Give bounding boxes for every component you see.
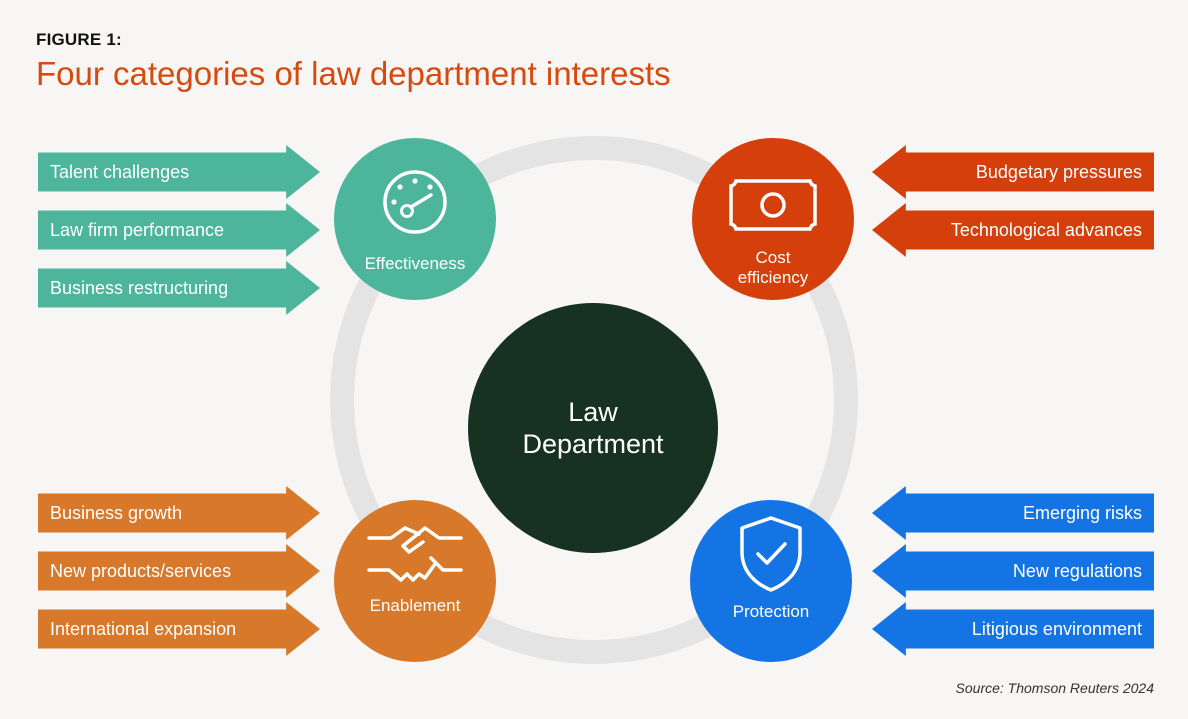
cost-efficiency-circle: Cost efficiency (692, 138, 854, 300)
enablement-circle: Enablement (334, 500, 496, 662)
arrow-new-products-services: New products/services (38, 544, 320, 598)
center-label-line2: Department (522, 429, 664, 459)
driver-label: Talent challenges (50, 161, 190, 182)
driver-label: New products/services (50, 560, 232, 581)
arrow-talent-challenges: Talent challenges (38, 145, 320, 199)
arrow-business-growth: Business growth (38, 486, 320, 540)
arrow-budgetary-pressures: Budgetary pressures (872, 145, 1154, 199)
arrow-technological-advances: Technological advances (872, 203, 1154, 257)
shield-check-icon (740, 516, 802, 592)
driver-label: Business restructuring (50, 277, 229, 298)
arrow-emerging-risks: Emerging risks (872, 486, 1154, 540)
source-note: Source: Thomson Reuters 2024 (955, 680, 1154, 696)
driver-label: Business growth (50, 502, 183, 523)
effectiveness-label: Effectiveness (364, 254, 466, 273)
driver-label: New regulations (1012, 560, 1142, 581)
driver-label: Technological advances (950, 219, 1142, 240)
driver-label: Law firm performance (50, 219, 225, 240)
arrow-business-restructuring: Business restructuring (38, 261, 320, 315)
arrow-law-firm-performance: Law firm performance (38, 203, 320, 257)
arrow-international-expansion: International expansion (38, 602, 320, 656)
driver-label: Budgetary pressures (975, 161, 1142, 182)
cost-efficiency-label-line1: Cost (755, 248, 791, 267)
law-department-circle: Law Department (468, 303, 718, 553)
cost-efficiency-label-line2: efficiency (737, 268, 809, 287)
arrow-litigious-environment: Litigious environment (872, 602, 1154, 656)
protection-label: Protection (732, 602, 810, 621)
center-label-line1: Law (568, 397, 618, 427)
arrow-new-regulations: New regulations (872, 544, 1154, 598)
banknote-icon (729, 179, 817, 231)
driver-label: International expansion (50, 618, 237, 639)
figure-label: FIGURE 1: (36, 30, 122, 49)
gauge-icon (383, 170, 447, 234)
effectiveness-circle: Effectiveness (334, 138, 496, 300)
cost-efficiency-label: Cost efficiency (692, 248, 854, 288)
driver-label: Litigious environment (971, 618, 1142, 639)
enablement-label: Enablement (369, 596, 461, 615)
handshake-icon (367, 526, 463, 582)
figure-title: Four categories of law department intere… (36, 55, 671, 92)
driver-label: Emerging risks (1022, 502, 1142, 523)
protection-circle: Protection (690, 500, 852, 662)
